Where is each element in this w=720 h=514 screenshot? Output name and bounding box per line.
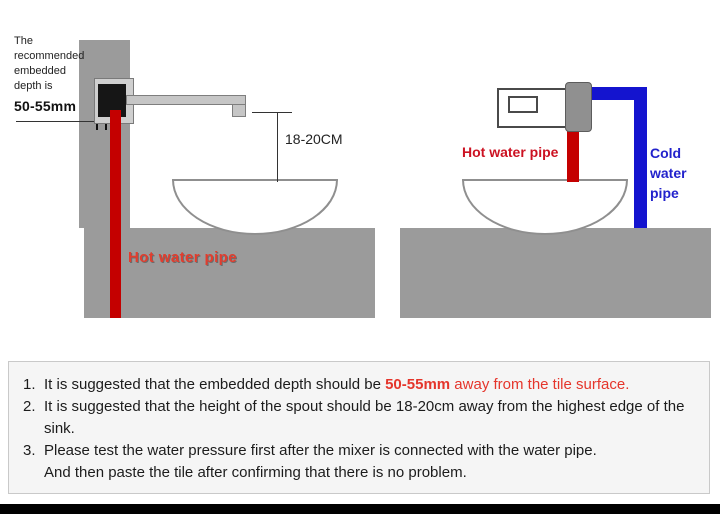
- hot-water-pipe-label-left: Hot water pipe: [128, 249, 237, 266]
- cold-label-line1: Cold: [650, 145, 682, 161]
- cold-label-line3: pipe: [650, 185, 679, 201]
- mixer-valve-body: [565, 82, 592, 132]
- cold-water-pipe-label: Cold water pipe: [650, 143, 687, 203]
- instruction-1-number: 1.: [23, 376, 36, 393]
- instruction-1: 1. It is suggested that the embedded dep…: [23, 374, 685, 396]
- mixer-display-window: [508, 96, 538, 113]
- instruction-2-text: It is suggested that the height of the s…: [44, 398, 685, 437]
- cold-water-pipe-vertical: [634, 87, 647, 228]
- depth-dimension-line: [16, 121, 94, 122]
- cold-label-line2: water: [650, 165, 687, 181]
- instruction-1-tail: away from the tile surface.: [450, 376, 630, 393]
- wall: [79, 40, 130, 228]
- countertop-left: [84, 228, 375, 318]
- instruction-1-lead: It is suggested that the embedded depth …: [44, 376, 386, 393]
- sink-basin-right: [462, 179, 628, 235]
- height-dimension-tick: [252, 112, 292, 113]
- bottom-black-bar: [0, 504, 720, 514]
- instruction-1-highlight: 50-55mm: [385, 376, 451, 393]
- hot-water-pipe-right: [567, 130, 579, 182]
- instruction-2-number: 2.: [23, 398, 36, 415]
- spout-arm: [126, 95, 246, 105]
- hot-water-pipe-left: [110, 110, 121, 318]
- height-dimension-line: [277, 112, 278, 182]
- instruction-3: 3. Please test the water pressure first …: [23, 440, 685, 484]
- instruction-3-number: 3.: [23, 442, 36, 459]
- instruction-3-text: Please test the water pressure first aft…: [44, 440, 685, 484]
- instruction-2: 2. It is suggested that the height of th…: [23, 396, 685, 440]
- cold-water-pipe-horizontal: [590, 87, 647, 100]
- embed-depth-value: 50-55mm: [14, 98, 77, 114]
- instruction-3-line1: Please test the water pressure first aft…: [44, 442, 597, 459]
- embed-depth-note: The recommended embedded depth is 50-55m…: [14, 34, 90, 114]
- instruction-1-text: It is suggested that the embedded depth …: [44, 374, 685, 396]
- spout-height-label: 18-20CM: [285, 131, 343, 147]
- instruction-3-line2: And then paste the tile after confirming…: [44, 464, 467, 481]
- spout-nozzle: [232, 104, 246, 117]
- countertop-right: [400, 228, 711, 318]
- hot-water-pipe-label-right: Hot water pipe: [462, 144, 559, 160]
- embed-depth-note-text: The recommended embedded depth is: [14, 35, 85, 92]
- sink-basin-left: [172, 179, 338, 235]
- instructions-panel: 1. It is suggested that the embedded dep…: [8, 361, 710, 494]
